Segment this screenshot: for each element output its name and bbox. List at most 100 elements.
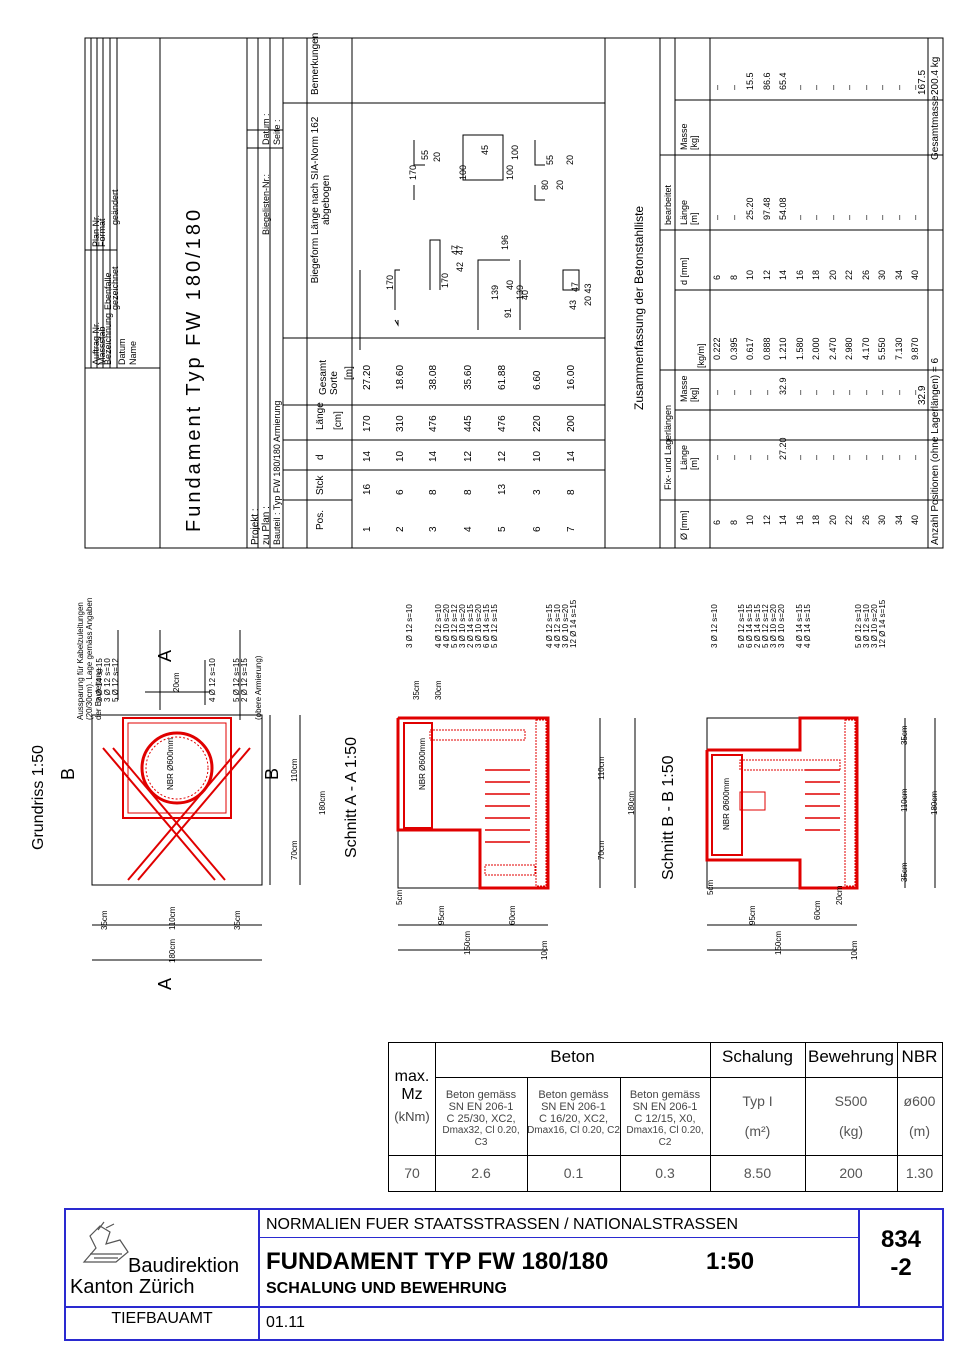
- col-gesamt: Gesamt Sorte: [318, 359, 340, 395]
- value-beton2: 0.1: [563, 1165, 584, 1181]
- sum-head-kgm: [kg/m]: [696, 343, 706, 368]
- bewehrung-sub: S500: [834, 1093, 868, 1109]
- sum-bearb-laenge: 25.20: [745, 197, 755, 220]
- stamp-format: Format: [97, 218, 107, 247]
- bend-label: 170: [440, 272, 450, 288]
- sum-fix-masse: –: [844, 389, 854, 395]
- col-stck: Stck: [315, 475, 326, 495]
- summary-table: max. Mz (kNm) Beton Schalung Bewehrung N…: [388, 1042, 943, 1192]
- bend-label: 139: [490, 284, 500, 300]
- sum-fix-laenge: –: [844, 454, 854, 460]
- sum-bearb-masse: –: [712, 84, 722, 90]
- beton2-l1: Beton gemäss: [538, 1089, 609, 1101]
- pos-stck: 16: [362, 483, 373, 495]
- nbr-unit: (m): [909, 1123, 930, 1139]
- dim-a: 95cm: [437, 905, 446, 925]
- title-block: Baudirektion Kanton Zürich TIEFBAUAMT NO…: [64, 1208, 944, 1341]
- sum-fix-masse: –: [794, 389, 805, 395]
- bend-label: 55: [420, 149, 430, 160]
- sum-head-d: d [mm]: [679, 257, 689, 285]
- pos-stck: 8: [463, 489, 474, 495]
- dim-grundriss: 70cm: [290, 840, 299, 860]
- bend-label: 40: [505, 279, 515, 290]
- sum-fix-masse: –: [745, 389, 755, 395]
- schnitt-a-drawing: [396, 716, 636, 951]
- col-laenge: Länge: [315, 402, 326, 430]
- pos-stck: 8: [566, 489, 577, 495]
- sum-fix-laenge: 27.20: [778, 437, 788, 460]
- pos-total: 18.60: [395, 364, 406, 390]
- sum-bearb-masse: –: [728, 84, 739, 90]
- pos-diameter: 14: [428, 450, 439, 462]
- sum-fix-laenge: –: [877, 454, 887, 460]
- fix-total: 32.9: [917, 385, 928, 405]
- drawings: [91, 630, 936, 961]
- grundriss-label: Grundriss 1:50: [30, 745, 47, 850]
- callout-grundriss: 5 Ø 12 s=12: [111, 658, 120, 702]
- sum-fix-laenge: –: [794, 454, 805, 460]
- sum-diam: 10: [745, 514, 755, 525]
- bewehrung-header: Bewehrung: [807, 1047, 894, 1066]
- bearb-total: 167.5: [917, 69, 928, 95]
- sum-bearb-masse: –: [877, 84, 887, 90]
- col-biegeform: Biegeform Länge nach SIA-Norm 162 abgebo…: [310, 116, 332, 284]
- main-title: FUNDAMENT TYP FW 180/180: [266, 1248, 609, 1275]
- bend-label: 47: [455, 244, 465, 255]
- beton3-l3: C 12/15, X0,: [634, 1113, 696, 1125]
- callout-b: 12 Ø 14 s=15: [878, 599, 887, 648]
- bauteil-label: Bauteil : Typ FW 180/180 Armierung: [272, 400, 282, 545]
- sum-d: 20: [827, 269, 838, 280]
- pos-stck: 8: [428, 489, 439, 495]
- sum-fix-masse: –: [860, 389, 871, 395]
- sum-bearb-laenge: –: [910, 214, 920, 220]
- pos-number: 2: [395, 526, 406, 532]
- bend-label: 42: [455, 261, 465, 272]
- callout-b: 3 Ø 10 s=20: [777, 604, 786, 648]
- sum-fix-laenge: –: [761, 454, 772, 460]
- schnitt-b-drawing: [705, 716, 936, 951]
- steel-schedule-sheet: Auftrag Nr. Plan Nr. Massstab Format Bez…: [0, 0, 970, 560]
- nbr-label-b: NBR Ø600mm: [722, 777, 731, 830]
- pos-length: 476: [428, 415, 439, 432]
- section-mark-b-right: B: [262, 767, 282, 780]
- pos-number: 6: [532, 526, 543, 532]
- schedule-grid: [84, 37, 944, 549]
- sum-diam: 8: [728, 519, 739, 525]
- beton1-l3: C 25/30, XC2,: [446, 1113, 516, 1125]
- sum-head-fix-masse: Masse [kg]: [679, 375, 699, 402]
- callout-b: 3 Ø 12 s=10: [710, 604, 719, 648]
- sum-bearb-laenge: 97.48: [761, 197, 772, 220]
- sum-bearb-laenge: –: [827, 214, 838, 220]
- sum-diam: 6: [712, 519, 722, 525]
- sum-d: 8: [728, 274, 739, 280]
- sum-kgm: 2.980: [844, 337, 854, 360]
- sum-kgm: 0.222: [712, 337, 722, 360]
- pos-total: 35.60: [463, 364, 474, 390]
- sum-diam: 22: [844, 514, 854, 525]
- zu-plan-label: zu Plan :: [261, 506, 272, 545]
- pos-total: 61.88: [497, 364, 508, 390]
- value-mz: 70: [404, 1165, 420, 1181]
- dim-grundriss: 20cm: [172, 672, 181, 692]
- bend-label: 100: [510, 144, 520, 160]
- sheet-title: Fundament Typ FW 180/180: [183, 206, 205, 532]
- sum-kgm: 9.870: [910, 337, 920, 360]
- callout-grundriss: 4 Ø 12 s=10: [208, 658, 217, 702]
- plan-number: 834: [880, 1226, 922, 1253]
- fix-lager-label: Fix- und Lagerlängen: [663, 404, 673, 490]
- dim-a: 60cm: [508, 905, 517, 925]
- dim-grundriss: 110cm: [168, 906, 177, 930]
- bend-label: 100: [458, 164, 468, 180]
- nbr-sub: ø600: [903, 1093, 936, 1109]
- sum-kgm: 2.470: [827, 337, 838, 360]
- value-bewehrung: 200: [839, 1165, 863, 1181]
- sum-bearb-laenge: –: [712, 214, 722, 220]
- dim-grundriss: 110cm: [290, 758, 299, 782]
- callout-b: 4 Ø 14 s=15: [803, 604, 812, 648]
- sum-d: 6: [712, 274, 722, 280]
- pos-number: 7: [566, 526, 577, 532]
- schalung-header: Schalung: [722, 1047, 793, 1066]
- sum-bearb-masse: 86.6: [761, 72, 772, 90]
- datum-label: Datum :: [261, 113, 271, 145]
- bend-label: 43: [568, 299, 578, 310]
